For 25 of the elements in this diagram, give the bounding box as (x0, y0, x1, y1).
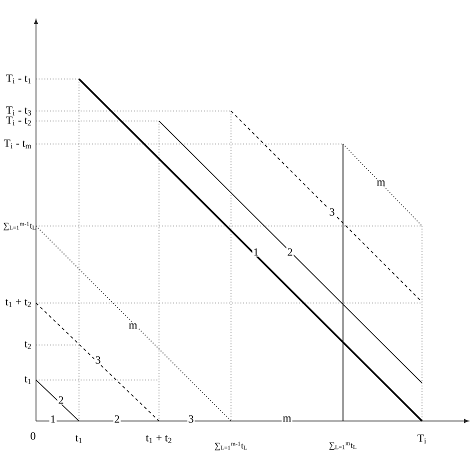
axis-label: 2 (113, 414, 121, 424)
axis-label: 3 (94, 355, 102, 365)
axis-label: m (282, 415, 292, 423)
axis-label: t$_{1}$ + t$_{2}$ (5, 299, 31, 307)
axis-label: t$_{1}$ (24, 376, 31, 384)
axis-label: T$_{i}$ (418, 434, 426, 444)
axis-label: T$_{i}$ - t$_{m}$ (4, 140, 32, 148)
axis-label: 1 (49, 414, 57, 424)
axis-label: 3 (187, 414, 195, 424)
axis-label: 2 (286, 247, 294, 257)
axis-label: 3 (328, 207, 336, 217)
axis-label: m (376, 179, 386, 187)
axis-label: 2 (57, 395, 65, 405)
axis-label: ∑$_{L=1}$$^{m-1}$t$_{L}$ (4, 222, 36, 230)
axis-label: T$_{i}$ - t$_{1}$ (6, 74, 31, 84)
axis-label: 0 (30, 432, 36, 440)
axis-label: ∑$_{L=1}$$^{m}$t$_{L}$ (329, 442, 356, 450)
axis-label: t$_{1}$ (75, 435, 82, 443)
axis-label: 1 (252, 247, 260, 257)
axis-label: T$_{i}$ - t$_{2}$ (6, 116, 31, 126)
axis-label: t$_{1}$ + t$_{2}$ (146, 435, 172, 443)
axis-label: T$_{i}$ - t$_{3}$ (6, 106, 31, 116)
axis-label: t$_{2}$ (24, 341, 31, 349)
axis-label: ∑$_{L=1}$$^{m-1}$t$_{L}$ (214, 442, 247, 450)
axis-label: m (128, 322, 138, 330)
